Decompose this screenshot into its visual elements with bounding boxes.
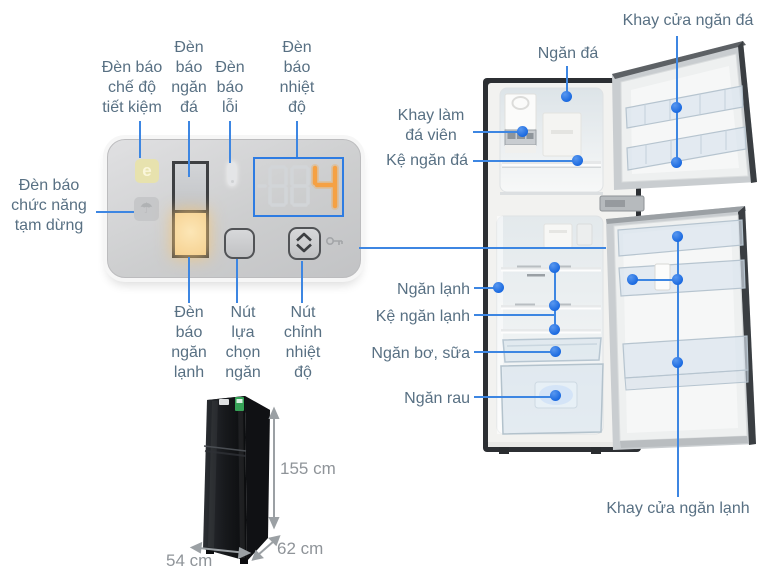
callout-dot (627, 274, 638, 285)
freezer-compartment (499, 87, 604, 193)
callout-dot (517, 126, 528, 137)
callout-line (301, 261, 303, 303)
callout-line (188, 121, 190, 177)
callout-line (676, 36, 678, 164)
callout-line (96, 211, 134, 213)
label-eco-light: Đèn báo chế độ tiết kiệm (101, 59, 163, 116)
width-arrow (189, 541, 252, 560)
callout-line (554, 268, 556, 330)
callout-line (474, 314, 555, 316)
label-freezer-shelf: Kệ ngăn đá (386, 152, 468, 169)
callout-dot (572, 155, 583, 166)
label-temp-button: Nút chỉnh nhiệt độ (283, 304, 323, 381)
callout-dot (549, 300, 560, 311)
freezer-door-bin-1 (625, 85, 744, 129)
label-select-button: Nút lựa chọn ngăn (225, 304, 261, 381)
freezer-door (612, 41, 757, 190)
label-error-light: Đèn báo lỗi (215, 59, 245, 116)
callout-dot (671, 102, 682, 113)
callout-line (474, 287, 499, 289)
depth-arrow (251, 535, 281, 561)
key-lock-icon (325, 237, 343, 246)
digit-4-segments (312, 165, 338, 209)
callout-line (633, 279, 678, 281)
mini-fridge-body (203, 396, 270, 564)
freezer-shelf (502, 161, 601, 168)
height-dimension: 155 cm (280, 459, 336, 478)
temperature-adjust-button (288, 227, 321, 260)
label-ice-tray: Khay làm đá viên (397, 107, 465, 144)
callout-line (473, 131, 522, 133)
door-sticker (219, 399, 229, 405)
open-fridge-illustration (483, 41, 757, 454)
compartment-select-button (224, 228, 255, 259)
width-dimension: 54 cm (166, 551, 213, 570)
label-fresh-door-tray: Khay cửa ngăn lạnh (606, 500, 750, 517)
control-panel-illustration: e ☂ (107, 139, 361, 278)
freezer-indicator-light (175, 164, 206, 213)
callout-dot (672, 274, 683, 285)
callout-line (188, 257, 190, 303)
label-veggie: Ngăn rau (404, 390, 470, 407)
temperature-display (253, 157, 344, 217)
callout-line (474, 396, 555, 398)
callout-dot (550, 346, 561, 357)
depth-dimension: 62 cm (277, 539, 324, 558)
callout-dot (550, 390, 561, 401)
callout-dot (549, 262, 560, 273)
label-freezer-light: Đèn báo ngăn đá (171, 39, 207, 116)
label-fresh: Ngăn lạnh (397, 281, 470, 298)
callout-line (139, 121, 141, 158)
fridge-dimensions-illustration (189, 396, 281, 564)
freezer-logo-box (542, 112, 582, 157)
label-pause-light: Đèn báo chức năng tạm dừng (11, 177, 87, 234)
error-indicator-icon (228, 162, 236, 186)
label-freezer-door-tray: Khay cửa ngăn đá (622, 12, 754, 29)
callout-dot (561, 91, 572, 102)
callout-line (566, 66, 568, 96)
callout-line (474, 351, 555, 353)
callout-line (296, 121, 298, 157)
label-fridge-light: Đèn báo ngăn lạnh (171, 304, 207, 381)
water-dispenser-lever (654, 263, 671, 291)
freezer-door-bin-2 (626, 126, 747, 171)
label-freezer: Ngăn đá (537, 45, 599, 62)
callout-line (229, 121, 231, 163)
callout-dot (549, 324, 560, 335)
label-fresh-shelf: Kệ ngăn lạnh (375, 308, 470, 325)
ice-maker (504, 93, 537, 153)
umbrella-icon: ☂ (134, 197, 159, 221)
seven-segment-display (257, 164, 339, 210)
label-temp-light: Đèn báo nhiệt độ (279, 39, 315, 116)
label-butter-milk: Ngăn bơ, sữa (371, 345, 470, 362)
diamond-arrows-icon (296, 232, 312, 253)
callout-line (359, 247, 606, 249)
callout-dot (493, 282, 504, 293)
eco-mode-icon: e (135, 159, 159, 183)
callout-dot (672, 231, 683, 242)
control-unit-box (543, 223, 593, 249)
callout-dot (672, 357, 683, 368)
fridge-indicator-light (175, 213, 206, 255)
height-arrow (268, 406, 280, 530)
middle-hinge (599, 195, 645, 212)
callout-line (473, 160, 577, 162)
callout-line (236, 259, 238, 303)
fresh-door (606, 206, 756, 450)
callout-dot (671, 157, 682, 168)
compartment-indicator-stack (172, 161, 209, 258)
